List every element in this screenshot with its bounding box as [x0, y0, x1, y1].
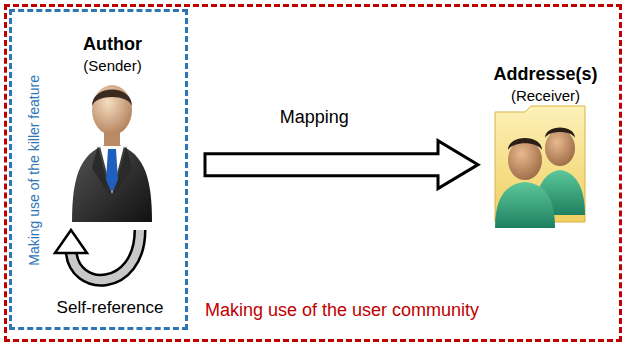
node-subtitle: (Sender) [45, 57, 180, 75]
region-label: Making use of the user community [205, 300, 479, 322]
self-loop-arrow [55, 230, 140, 280]
edge-label: Mapping [280, 107, 349, 129]
node-heading: Addresse(s) [478, 64, 613, 86]
edge-label: Self-reference [57, 298, 164, 318]
addressee-icon [495, 106, 585, 228]
author-node: Author(Sender) [45, 30, 180, 228]
community-region: Author(Sender)Making use of the killer f… [4, 4, 622, 342]
author-icon [72, 85, 152, 222]
node-heading: Author [45, 34, 180, 56]
region-label: Making use of the killer feature [26, 75, 43, 266]
block-arrow [205, 141, 478, 189]
feature-region: Author(Sender)Making use of the killer f… [9, 9, 188, 330]
node-subtitle: (Receiver) [478, 87, 613, 105]
addressee-node: Addresse(s)(Receiver) [478, 60, 613, 240]
